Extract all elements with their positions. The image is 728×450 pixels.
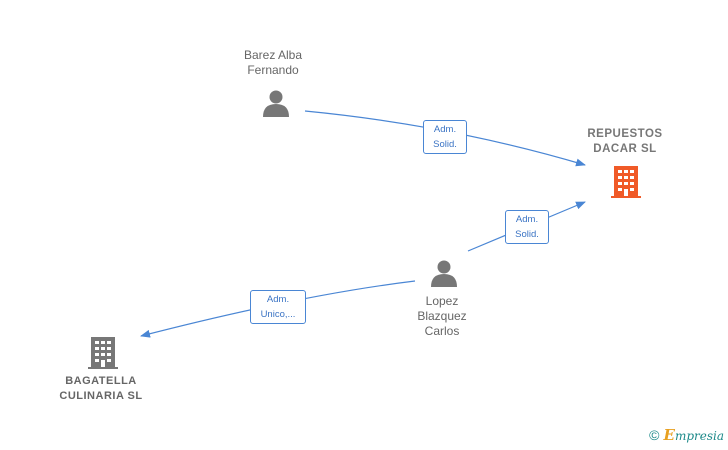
person-icon[interactable]: [261, 88, 291, 118]
empresia-logo: Empresia: [663, 426, 725, 444]
node-label-repuestos: REPUESTOS DACAR SL: [587, 128, 663, 155]
copyright-icon: ©: [649, 427, 660, 443]
edge-label-lopez-bagatella[interactable]: Adm. Unico,...: [250, 290, 306, 324]
node-label-barez: Barez Alba Fernando: [243, 48, 303, 77]
edge-label-lopez-repuestos[interactable]: Adm. Solid.: [505, 210, 549, 244]
building-icon[interactable]: [87, 335, 119, 369]
node-label-bagatella: BAGATELLA CULINARIA SL: [59, 375, 143, 402]
edge-label-barez-repuestos[interactable]: Adm. Solid.: [423, 120, 467, 154]
person-icon[interactable]: [429, 258, 459, 288]
node-label-lopez: Lopez Blazquez Carlos: [417, 294, 467, 338]
building-icon[interactable]: [610, 164, 642, 198]
footer-credit: © Empresia: [649, 426, 724, 444]
